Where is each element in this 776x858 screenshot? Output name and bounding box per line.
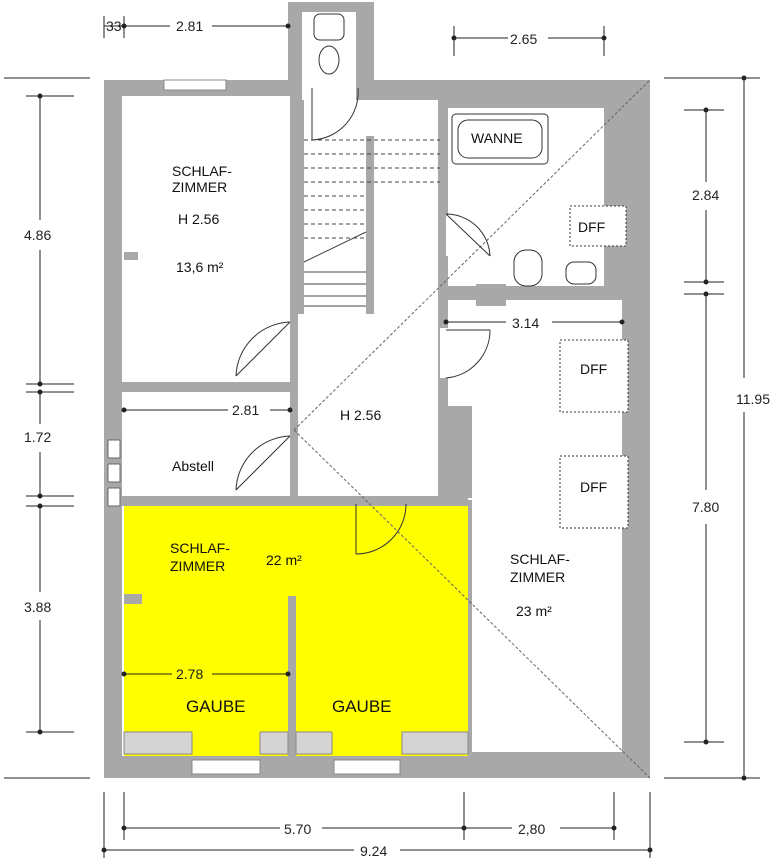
dormer-left: GAUBE	[186, 697, 246, 716]
dim-bottom-left: 5.70	[284, 821, 311, 837]
toilet-wc	[313, 13, 345, 41]
skylight-2	[559, 455, 629, 529]
dim-top-right: 2.65	[510, 31, 537, 47]
bedroom-sw-name-2: ZIMMER	[170, 558, 225, 574]
dim-right-total: 11.95	[736, 391, 770, 407]
toilet-bath	[513, 249, 543, 287]
dim-left-upper: 4.86	[24, 227, 51, 243]
dim-right-upper: 2.84	[692, 187, 719, 203]
room-labels: SCHLAF- ZIMMER H 2.56 13,6 m² H 2.56 Abs…	[170, 130, 607, 716]
hall-height: H 2.56	[340, 407, 381, 423]
bedroom-nw-height: H 2.56	[178, 211, 219, 227]
dim-left-lower: 3.88	[24, 599, 51, 615]
bathtub-label: WANNE	[471, 130, 523, 146]
bedroom-nw-name-2: ZIMMER	[172, 179, 227, 195]
staircase	[303, 139, 440, 307]
skylight-1-label: DFF	[580, 361, 607, 377]
dimension-labels: 33 2.81 2.65 4.86 1.72 3.88 2.84 7.80 11…	[24, 18, 770, 858]
dim-bottom-right: 2,80	[518, 821, 545, 837]
bedroom-nw-area: 13,6 m²	[176, 259, 224, 275]
bedroom-sw-area: 22 m²	[266, 552, 302, 568]
storage-name: Abstell	[172, 458, 214, 474]
bedroom-e-name-2: ZIMMER	[510, 569, 565, 585]
skylight-2-label: DFF	[580, 479, 607, 495]
dormer-right: GAUBE	[332, 697, 392, 716]
dim-inner-bedroom: 2.78	[176, 666, 203, 682]
chimney-blocks	[107, 439, 121, 507]
dim-inner-bath: 3.14	[512, 315, 539, 331]
sink-bath	[565, 261, 597, 285]
skylight-bath-label: DFF	[578, 219, 605, 235]
dim-right-lower: 7.80	[692, 499, 719, 515]
dim-top-left: 2.81	[176, 18, 203, 34]
skylight-bath	[569, 205, 627, 247]
dim-top-left-small: 33	[106, 18, 122, 34]
bedroom-nw-name-1: SCHLAF-	[172, 163, 232, 179]
bedroom-e-name-1: SCHLAF-	[510, 551, 570, 567]
bedroom-sw-name-1: SCHLAF-	[170, 540, 230, 556]
skylights	[559, 339, 629, 529]
dimension-lines	[4, 16, 760, 858]
roof-lines	[293, 79, 651, 779]
dim-inner-storage: 2.81	[232, 402, 259, 418]
window-sills	[123, 79, 469, 775]
bedroom-e-area: 23 m²	[516, 603, 552, 619]
dim-left-middle: 1.72	[24, 429, 51, 445]
doors	[235, 87, 491, 555]
skylight-1	[559, 339, 629, 413]
bath-fixtures	[313, 13, 627, 287]
dim-bottom-total: 9.24	[360, 843, 387, 858]
